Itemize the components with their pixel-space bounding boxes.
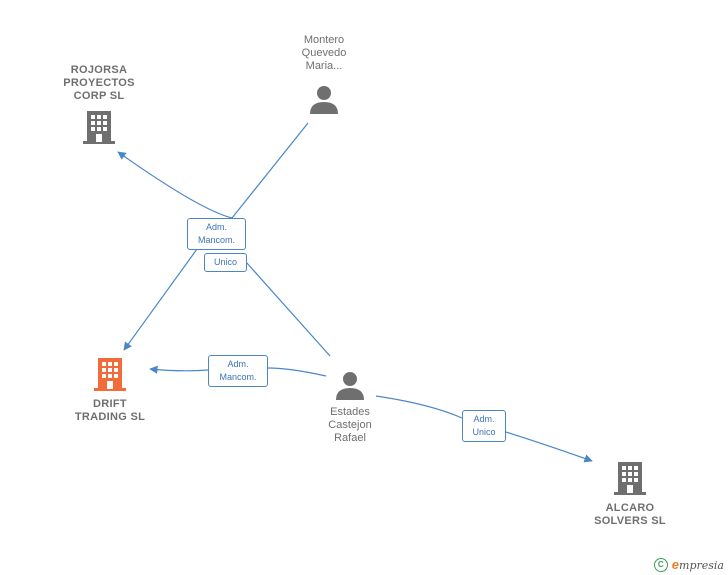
building-icon bbox=[83, 111, 115, 144]
node-estades[interactable]: Estades Castejon Rafael bbox=[312, 370, 388, 445]
node-montero-label: Montero Quevedo Maria... bbox=[301, 34, 347, 72]
building-icon bbox=[614, 462, 646, 495]
node-drift[interactable]: DRIFT TRADING SL bbox=[62, 356, 158, 424]
person-icon bbox=[310, 86, 338, 114]
copyright-icon: C bbox=[653, 557, 668, 572]
brand-name: mpresia bbox=[679, 559, 724, 572]
edge-label-montero-unico[interactable]: Unico bbox=[204, 253, 247, 272]
edge-montero-drift bbox=[123, 237, 206, 351]
edge-label-estades-alcaro[interactable]: Adm. Unico bbox=[462, 410, 506, 442]
brand-initial: e bbox=[671, 557, 680, 572]
node-drift-label: DRIFT TRADING SL bbox=[74, 398, 146, 423]
edge-label-estades-drift[interactable]: Adm. Mancom. bbox=[208, 355, 268, 387]
node-rojorsa-label: ROJORSA PROYECTOS CORP SL bbox=[63, 64, 135, 102]
edge-estades-up bbox=[245, 261, 331, 357]
edge-label-montero-adm-mancom[interactable]: Adm. Mancom. bbox=[187, 218, 246, 250]
edge-estades-alcaro bbox=[375, 395, 592, 461]
brand-logo: empresia bbox=[672, 557, 724, 572]
edge-estades-drift bbox=[150, 368, 327, 376]
edge-montero-rojorsa bbox=[117, 122, 309, 219]
node-estades-label: Estades Castejon Rafael bbox=[328, 406, 372, 444]
person-icon bbox=[336, 372, 364, 400]
building-icon-highlighted bbox=[94, 358, 126, 391]
node-alcaro-label: ALCARO SOLVERS SL bbox=[594, 502, 666, 527]
footer-brand: C empresia bbox=[653, 557, 724, 572]
node-rojorsa[interactable]: ROJORSA PROYECTOS CORP SL bbox=[54, 64, 144, 145]
node-alcaro[interactable]: ALCARO SOLVERS SL bbox=[582, 460, 678, 528]
node-montero[interactable]: Montero Quevedo Maria... bbox=[284, 34, 364, 114]
